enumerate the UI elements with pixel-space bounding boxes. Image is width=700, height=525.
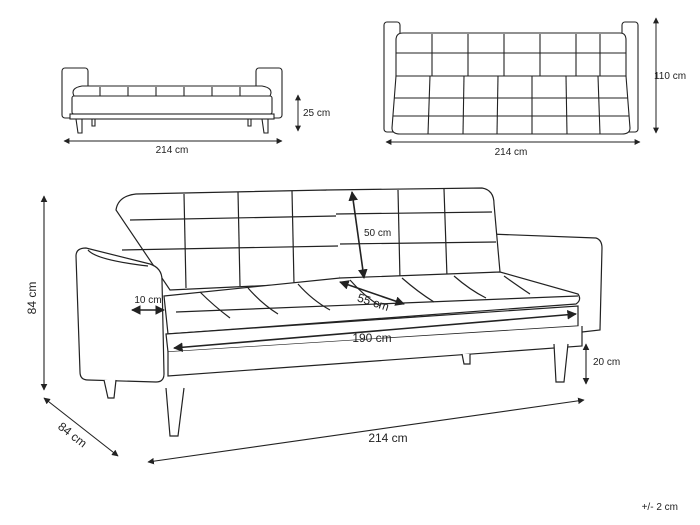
dimension-line [348, 191, 368, 279]
total-width-label: 214 cm [368, 431, 407, 445]
bed-width-label: 214 cm [495, 147, 528, 158]
dimension-line [43, 397, 119, 457]
arm-width-label: 10 cm [134, 295, 161, 306]
dimension-line [173, 309, 577, 353]
bed-top-view [383, 21, 639, 135]
bed-length-label: 110 cm [654, 71, 686, 82]
sofa-depth-label: 84 cm [55, 419, 89, 450]
backrest-height-label: 50 cm [364, 228, 391, 239]
flat-height-label: 25 cm [303, 108, 330, 119]
dimension-line [339, 280, 405, 306]
tolerance-note: +/- 2 cm [641, 502, 678, 513]
flat-width-label: 214 cm [156, 145, 189, 156]
flat-bed-view [61, 67, 283, 134]
sofa-perspective-view [75, 187, 603, 437]
sofa-height-label: 84 cm [25, 282, 39, 315]
seat-width-label: 190 cm [352, 331, 391, 345]
leg-height-label: 20 cm [593, 357, 620, 368]
dimension-line [147, 397, 585, 465]
